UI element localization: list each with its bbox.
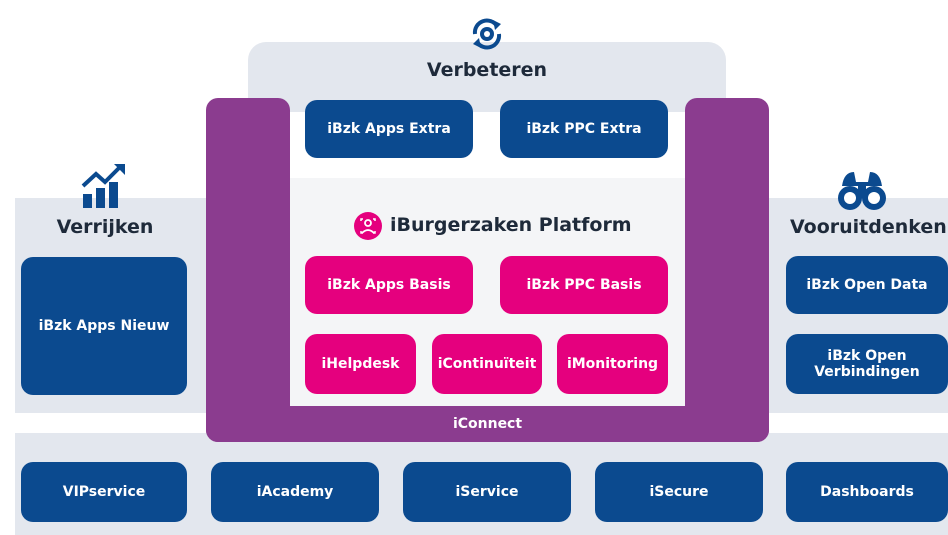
- purple-frame-right: [685, 98, 769, 442]
- growth-chart-icon: [80, 162, 128, 210]
- dashboards-box: Dashboards: [786, 462, 948, 522]
- purple-frame-left: [206, 98, 290, 442]
- gear-cycle-icon: [467, 14, 507, 54]
- iacademy-box: iAcademy: [211, 462, 379, 522]
- ibzk-apps-nieuw-box: iBzk Apps Nieuw: [21, 257, 187, 395]
- ihelpdesk-box: iHelpdesk: [305, 334, 416, 394]
- ibzk-open-verbindingen-box: iBzk Open Verbindingen: [786, 334, 948, 394]
- verrijken-title: Verrijken: [56, 216, 154, 238]
- binoculars-icon: [836, 168, 888, 212]
- isecure-box: iSecure: [595, 462, 763, 522]
- platform-title: iBurgerzaken Platform: [390, 214, 632, 236]
- ibzk-apps-basis-box: iBzk Apps Basis: [305, 256, 473, 314]
- ibzk-ppc-basis-box: iBzk PPC Basis: [500, 256, 668, 314]
- iconnect-label: iConnect: [452, 416, 523, 432]
- iservice-box: iService: [403, 462, 571, 522]
- imonitoring-box: iMonitoring: [557, 334, 668, 394]
- verbeteren-title: Verbeteren: [426, 59, 548, 81]
- platform-logo-icon: [354, 212, 382, 240]
- purple-frame-bottom: [206, 406, 769, 442]
- ibzk-apps-extra-box: iBzk Apps Extra: [305, 100, 473, 158]
- ibzk-ppc-extra-box: iBzk PPC Extra: [500, 100, 668, 158]
- vipservice-box: VIPservice: [21, 462, 187, 522]
- vooruitdenken-title: Vooruitdenken: [790, 216, 947, 238]
- ibzk-open-data-box: iBzk Open Data: [786, 256, 948, 314]
- icontinuiteit-box: iContinuïteit: [432, 334, 542, 394]
